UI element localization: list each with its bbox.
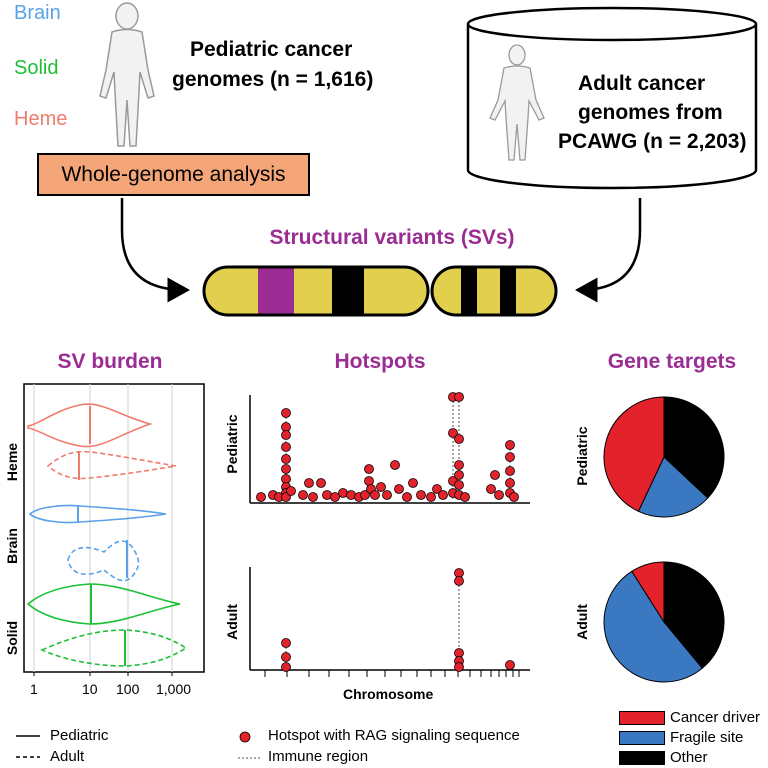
burden-row-heme: Heme (4, 442, 20, 482)
pie-slice-cancer-driver (631, 561, 665, 624)
category-brain: Brain (14, 2, 61, 24)
hotspots-plot (249, 392, 530, 677)
legend-hotspot-rag: Hotspot with RAG signaling sequence (268, 727, 520, 744)
violin-brain-adult (67, 540, 140, 582)
hotspots-label-adult: Adult (224, 604, 240, 640)
whole-genome-analysis-box: Whole-genome analysis (37, 153, 310, 196)
violin-brain-pediatric (28, 504, 167, 524)
legend-immune-region: Immune region (268, 748, 369, 765)
flow-arrows (120, 198, 642, 303)
burden-row-brain: Brain (4, 528, 20, 564)
child-figure-icon (99, 2, 155, 147)
legend-cancer-driver: Cancer driver (670, 709, 761, 726)
burden-xtick-10: 10 (82, 681, 98, 697)
adult-title-line-2: genomes from (578, 101, 723, 124)
hotspots-label-pediatric: Pediatric (224, 414, 240, 474)
targets-label-pediatric: Pediatric (574, 426, 590, 486)
legend-fragile-site: Fragile site (670, 729, 744, 746)
sv-title: Structural variants (SVs) (269, 226, 515, 249)
pie-slice-cancer-driver (603, 396, 665, 512)
adult-title-line-1: Adult cancer (578, 72, 706, 95)
adult-figure-icon (489, 44, 545, 161)
category-solid: Solid (14, 57, 59, 79)
gene-targets-title: Gene targets (607, 350, 737, 373)
pie-slice-fragile-site (603, 570, 703, 683)
pie-slice-other (663, 396, 725, 499)
burden-xtick-1: 1 (30, 681, 38, 697)
burden-xtick-100: 100 (116, 681, 140, 697)
left-arrow (120, 198, 190, 303)
adult-database-cylinder-icon (466, 6, 758, 190)
sv-burden-plot (23, 383, 205, 676)
pediatric-title-line-1: Pediatric cancer (190, 38, 353, 61)
pie-adult (603, 561, 725, 683)
pie-slice-other (663, 561, 725, 669)
burden-row-solid: Solid (4, 620, 20, 656)
violin-heme-pediatric (27, 403, 153, 448)
swatch-fragile-site (619, 731, 665, 745)
adult-title-line-3: PCAWG (n = 2,203) (558, 130, 747, 153)
line-legend-swatches (16, 735, 40, 758)
chromosome-icon (202, 265, 558, 317)
pie-pediatric (603, 396, 725, 518)
burden-xtick-1000: 1,000 (156, 681, 192, 697)
violin-heme-adult (46, 450, 177, 480)
violin-solid-adult (40, 629, 188, 667)
legend-pediatric: Pediatric (50, 727, 109, 744)
legend-other: Other (670, 749, 708, 766)
swatch-other (619, 751, 665, 765)
targets-label-adult: Adult (574, 604, 590, 640)
hotspots-xlabel: Chromosome (343, 686, 434, 702)
wga-label: Whole-genome analysis (61, 162, 286, 186)
pediatric-title-line-2: genomes (n = 1,616) (172, 68, 374, 91)
right-arrow (575, 198, 642, 303)
pie-slice-fragile-site (637, 456, 709, 518)
violin-solid-pediatric (26, 583, 181, 625)
hotspot-legend-swatches (238, 731, 260, 759)
hotspots-title: Hotspots (334, 350, 426, 373)
sv-burden-title: SV burden (57, 350, 163, 373)
category-heme: Heme (14, 108, 68, 130)
swatch-cancer-driver (619, 711, 665, 725)
legend-adult: Adult (50, 748, 85, 765)
